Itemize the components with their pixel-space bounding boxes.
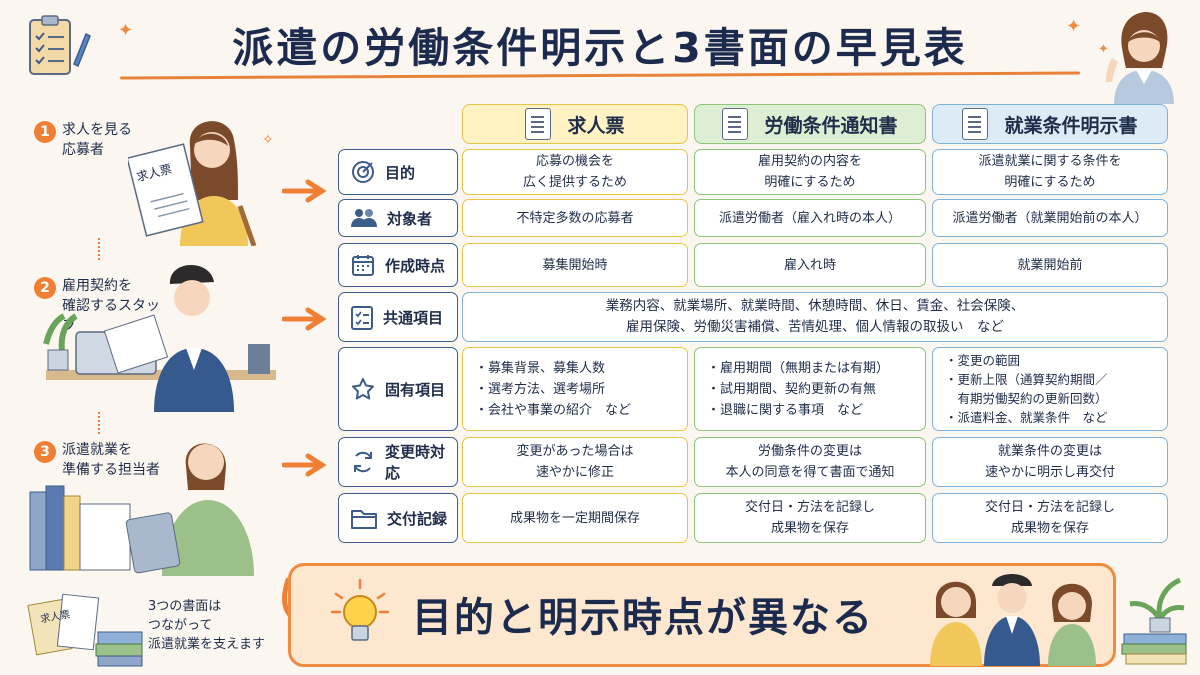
row-label-delivery-record: 交付記録 <box>338 493 458 543</box>
row-label-change-handling: 変更時対応 <box>338 437 458 487</box>
team-illustration <box>920 568 1110 666</box>
document-icon <box>525 108 552 140</box>
checklist-icon <box>351 306 373 330</box>
staff-illustration <box>36 252 284 412</box>
presenter-avatar <box>1100 8 1186 104</box>
cell-job-posting-record: 成果物を一定期間保存 <box>462 493 688 543</box>
row-label-purpose: 目的 <box>338 149 458 195</box>
document-icon <box>722 108 749 140</box>
refresh-icon <box>354 451 372 473</box>
cell-job-posting-timing: 募集開始時 <box>462 243 688 287</box>
people-icon <box>351 209 377 227</box>
step-2: 2 雇用契約を 確認するスタッフ <box>34 276 172 336</box>
cell-employment-terms-unique: ・変更の範囲 ・更新上限（通算契約期間／ 有期労働契約の更新回数） ・派遣料金、… <box>932 347 1168 431</box>
page-title: 派遣の労働条件明示と3書面の早見表 <box>232 24 968 72</box>
applicant-illustration: 求人票 <box>126 106 278 247</box>
cell-labor-notice-target: 派遣労働者（雇入れ時の本人） <box>694 199 926 237</box>
row-label-text: 固有項目 <box>385 380 446 399</box>
step-connector <box>98 238 100 260</box>
row-label-text: 作成時点 <box>385 256 446 275</box>
sparkle-icon: ✦ <box>118 20 134 41</box>
row-label-common-items: 共通項目 <box>338 292 458 342</box>
cell-labor-notice-record: 交付日・方法を記録し 成果物を保存 <box>694 493 926 543</box>
step-number: 3 <box>34 441 56 463</box>
cell-common-items: 業務内容、就業場所、就業時間、休憩時間、休日、賃金、社会保険、 雇用保険、労働災… <box>462 292 1168 342</box>
cell-employment-terms-change: 就業条件の変更は 速やかに明示し再交付 <box>932 437 1168 487</box>
column-header-label: 就業条件明示書 <box>1004 114 1138 137</box>
row-label-target: 対象者 <box>338 199 458 237</box>
cell-employment-terms-target: 派遣労働者（就業開始前の本人） <box>932 199 1168 237</box>
cell-job-posting-purpose: 応募の機会を 広く提供するため <box>462 149 688 195</box>
step-1: 1 求人を見る 応募者 <box>34 120 172 160</box>
calendar-icon <box>352 255 374 276</box>
cell-employment-terms-timing: 就業開始前 <box>932 243 1168 287</box>
folder-icon <box>351 510 377 529</box>
sparkle-icon: ✦ <box>1098 42 1109 57</box>
column-header-label: 労働条件通知書 <box>764 114 898 137</box>
column-header-employment-terms: 就業条件明示書 <box>932 104 1168 144</box>
step-connector <box>98 412 100 434</box>
column-header-label: 求人票 <box>567 114 625 137</box>
cell-labor-notice-change: 労働条件の変更は 本人の同意を得て書面で通知 <box>694 437 926 487</box>
cell-job-posting-change: 変更があった場合は 速やかに修正 <box>462 437 688 487</box>
cell-employment-terms-record: 交付日・方法を記録し 成果物を保存 <box>932 493 1168 543</box>
step-number: 1 <box>34 121 56 143</box>
star-icon <box>352 378 374 400</box>
column-header-labor-notice: 労働条件通知書 <box>694 104 926 144</box>
step-3: 3 派遣就業を 準備する担当者 <box>34 440 172 480</box>
sparkle-icon: ✦ <box>1066 16 1082 37</box>
arrow-right-icon <box>282 179 327 203</box>
cell-employment-terms-purpose: 派遣就業に関する条件を 明確にするため <box>932 149 1168 195</box>
cell-labor-notice-timing: 雇入れ時 <box>694 243 926 287</box>
step-label: 派遣就業を 準備する担当者 <box>62 442 160 478</box>
row-label-text: 変更時対応 <box>385 443 446 482</box>
cell-job-posting-unique: ・募集背景、募集人数 ・選考方法、選考場所 ・会社や事業の紹介 など <box>462 347 688 431</box>
row-label-text: 交付記録 <box>387 509 448 528</box>
row-label-text: 目的 <box>385 163 416 182</box>
step-number: 2 <box>34 277 56 299</box>
lightbulb-icon <box>330 578 390 641</box>
step-label: 求人を見る 応募者 <box>62 122 132 158</box>
column-header-job-posting: 求人票 <box>462 104 688 144</box>
cell-job-posting-target: 不特定多数の応募者 <box>462 199 688 237</box>
row-label-unique-items: 固有項目 <box>338 347 458 431</box>
sparkle-icon: ✧ <box>262 132 274 148</box>
target-icon <box>352 161 374 183</box>
arrow-right-icon <box>282 307 327 331</box>
clipboard-icon <box>22 14 92 78</box>
cell-labor-notice-unique: ・雇用期間（無期または有期） ・試用期間、契約更新の有無 ・退職に関する事項 な… <box>694 347 926 431</box>
row-label-timing: 作成時点 <box>338 243 458 287</box>
cell-labor-notice-purpose: 雇用契約の内容を 明確にするため <box>694 149 926 195</box>
documents-illustration: 求人票 <box>26 588 146 668</box>
document-icon <box>962 108 989 140</box>
arrow-right-icon <box>282 453 327 477</box>
row-label-text: 共通項目 <box>383 308 444 327</box>
row-label-text: 対象者 <box>387 209 433 228</box>
conclusion-text: 目的と明示時点が異なる <box>412 595 874 641</box>
summary-note: 3つの書面は つながって 派遣就業を支えます <box>148 599 266 652</box>
plant-and-books-illustration <box>1120 570 1192 668</box>
coordinator-illustration <box>22 426 284 576</box>
